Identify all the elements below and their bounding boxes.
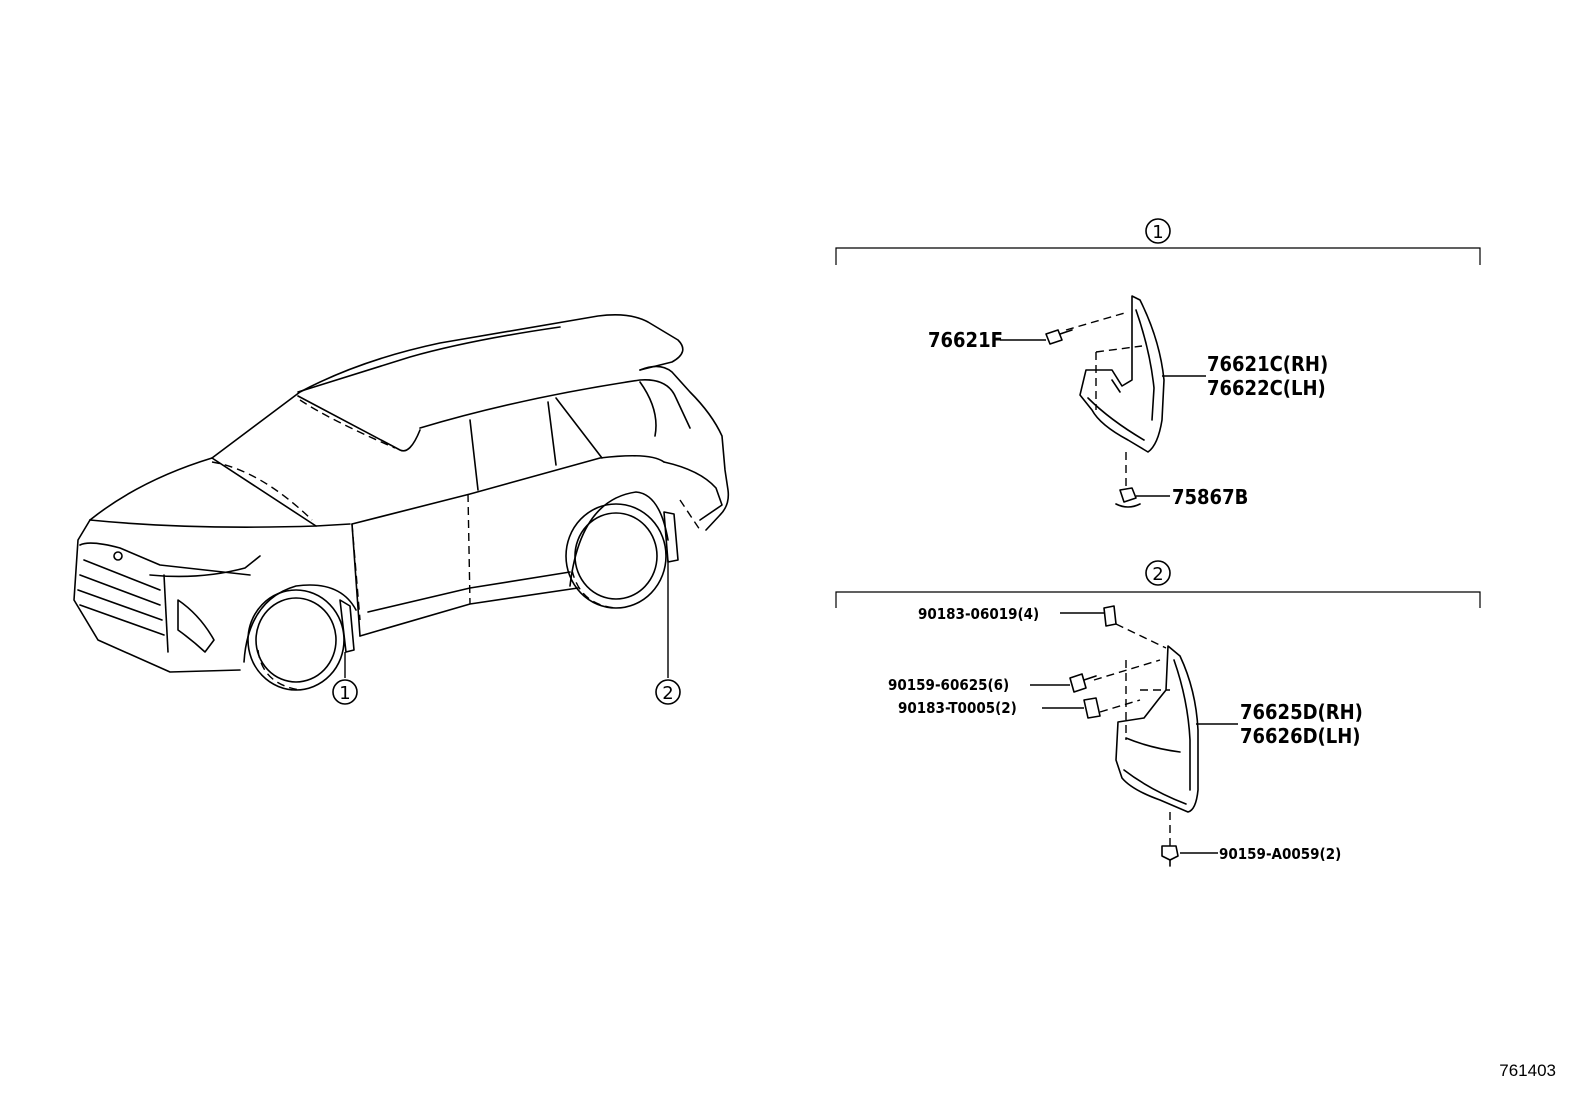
- callout-label-2: 2: [662, 683, 673, 704]
- callout-circle-2: [655, 679, 681, 705]
- vehicle-illustration: 1 2: [73, 314, 730, 705]
- clip-nut-icon: [1083, 697, 1101, 719]
- part-label-90183-06019: 90183-06019(4): [918, 605, 1039, 623]
- group-2-marker-circle: [1145, 560, 1171, 586]
- screw-icon: [1045, 329, 1073, 345]
- group-1-marker-label: 1: [1152, 222, 1163, 243]
- group-2-marker-label: 2: [1152, 564, 1163, 585]
- part-label-76625D: 76625D(RH): [1240, 700, 1363, 724]
- part-label-90159-A0059: 90159-A0059(2): [1219, 845, 1341, 863]
- part-label-90183-T0005: 90183-T0005(2): [898, 699, 1017, 717]
- bolt-icon: [1161, 845, 1179, 867]
- part-label-76621F: 76621F: [928, 328, 1003, 352]
- part-label-90159-60625: 90159-60625(6): [888, 676, 1009, 694]
- group-1-front-mudguard: 1 76621F 76621C(RH) 76622C(LH) 7: [835, 218, 1481, 509]
- screw-icon: [1069, 673, 1097, 693]
- group-1-marker-circle: [1145, 218, 1171, 244]
- diagram-id: 761403: [1499, 1061, 1556, 1080]
- group-1-bracket: [835, 247, 1481, 265]
- group-2-bracket: [835, 591, 1481, 608]
- part-label-76626D: 76626D(LH): [1240, 724, 1361, 748]
- mudguard-rear-icon: [1093, 623, 1199, 846]
- part-label-76621C: 76621C(RH): [1207, 352, 1328, 376]
- group-2-rear-mudguard: 2 90183-06019(4) 90159-60625(6) 90183-T0…: [835, 560, 1481, 867]
- mudguard-front-icon: [1065, 295, 1165, 486]
- part-label-75867B: 75867B: [1172, 485, 1248, 509]
- callout-circle-1: [332, 679, 358, 705]
- clip-nut-icon: [1103, 605, 1117, 627]
- callout-label-1: 1: [339, 683, 350, 704]
- part-label-76622C: 76622C(LH): [1207, 376, 1326, 400]
- clip-icon: [1115, 487, 1141, 508]
